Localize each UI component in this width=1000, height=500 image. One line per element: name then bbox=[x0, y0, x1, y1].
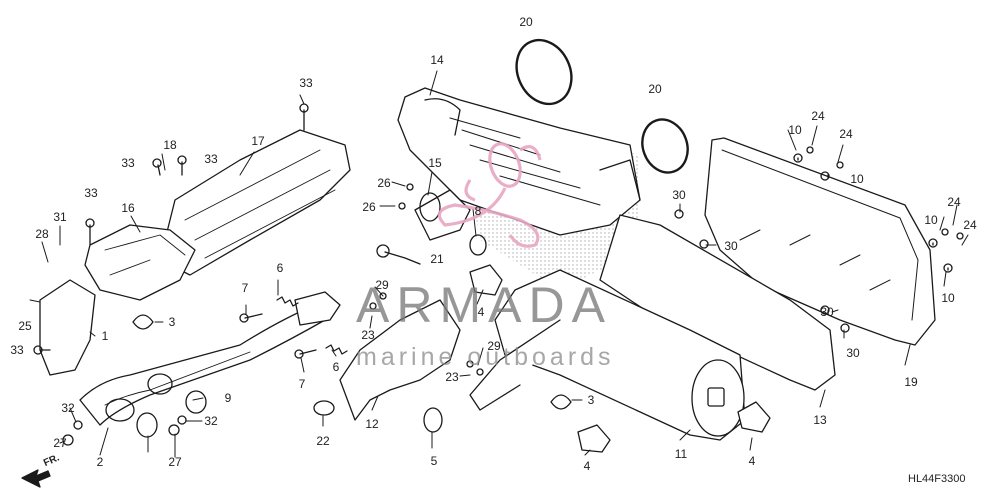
callout: 33 bbox=[10, 343, 24, 357]
spring-6a bbox=[276, 296, 299, 307]
callout: 10 bbox=[850, 172, 864, 186]
watermark-brand: ARMADA bbox=[356, 277, 612, 333]
bracket-1 bbox=[39, 279, 96, 376]
callout: 24 bbox=[811, 109, 825, 123]
callout: 22 bbox=[316, 434, 330, 448]
callout: 7 bbox=[241, 281, 249, 295]
callout: 32 bbox=[61, 401, 75, 415]
callout: 33 bbox=[204, 152, 218, 166]
callout: 3 bbox=[168, 315, 176, 329]
callout: 33 bbox=[84, 186, 98, 200]
front-arrow-icon bbox=[21, 469, 51, 488]
callout: 31 bbox=[53, 210, 67, 224]
callout: 10 bbox=[941, 291, 955, 305]
callout: 19 bbox=[904, 375, 918, 389]
callout: 14 bbox=[430, 53, 444, 67]
callout: 30 bbox=[724, 239, 738, 253]
callout: 4 bbox=[748, 454, 756, 468]
callout: 30 bbox=[672, 188, 686, 202]
clamp-22 bbox=[313, 400, 335, 416]
callout: 23 bbox=[361, 328, 375, 342]
mount-3a bbox=[132, 314, 154, 330]
callout: 24 bbox=[947, 195, 961, 209]
mount-3b bbox=[550, 394, 572, 410]
washer-27b bbox=[168, 424, 180, 436]
callout: 30 bbox=[846, 346, 860, 360]
callout: 13 bbox=[813, 413, 827, 427]
clamp-20-upper bbox=[515, 38, 573, 106]
callout: 2 bbox=[96, 455, 104, 469]
callout: 6 bbox=[276, 261, 284, 275]
callout: 12 bbox=[365, 417, 379, 431]
callout: 27 bbox=[168, 455, 182, 469]
callout: 26 bbox=[362, 200, 376, 214]
muffler-end bbox=[691, 359, 745, 437]
callout: 20 bbox=[648, 82, 662, 96]
callout: 20 bbox=[519, 15, 533, 29]
washer-27a bbox=[62, 434, 74, 446]
watermark-tagline: marine outboards bbox=[356, 343, 615, 371]
callout: 24 bbox=[963, 218, 977, 232]
callout: 25 bbox=[18, 319, 32, 333]
callout: 7 bbox=[298, 377, 306, 391]
clamp-20-lower bbox=[641, 118, 689, 174]
gasket-9b bbox=[185, 390, 207, 414]
callout: 27 bbox=[53, 436, 67, 450]
callout: 29 bbox=[375, 278, 389, 292]
bracket-4a bbox=[469, 264, 503, 296]
diagram-code: HL44F3300 bbox=[908, 473, 966, 485]
callout: 29 bbox=[487, 339, 501, 353]
bracket-4c bbox=[737, 401, 771, 433]
callout: 4 bbox=[583, 459, 591, 473]
callout: 30 bbox=[820, 305, 834, 319]
callout: 17 bbox=[251, 134, 265, 148]
muffler-11 bbox=[494, 269, 746, 441]
watermark-logo-icon bbox=[437, 142, 542, 248]
gasket-9a bbox=[136, 412, 158, 438]
callout: 33 bbox=[121, 156, 135, 170]
bracket-4b bbox=[577, 424, 611, 453]
callout: 24 bbox=[839, 127, 853, 141]
callout: 5 bbox=[430, 454, 438, 468]
callout: 33 bbox=[299, 76, 313, 90]
callout: 10 bbox=[788, 123, 802, 137]
callout: 15 bbox=[428, 156, 442, 170]
callout: 4 bbox=[477, 305, 485, 319]
callout: 21 bbox=[430, 252, 444, 266]
callout: 9 bbox=[224, 391, 232, 405]
callout: 32 bbox=[204, 414, 218, 428]
muffler-shield-13 bbox=[599, 214, 836, 391]
callout: 10 bbox=[924, 213, 938, 227]
gasket-8 bbox=[469, 234, 487, 256]
exhaust-pipe-2 bbox=[79, 304, 326, 426]
washer-32 bbox=[177, 415, 187, 425]
callout: 18 bbox=[163, 138, 177, 152]
spring-6b bbox=[325, 344, 348, 355]
callout: 16 bbox=[121, 201, 135, 215]
callout: 11 bbox=[674, 447, 688, 461]
gasket-5 bbox=[423, 407, 443, 433]
pipe-flange bbox=[105, 398, 135, 422]
callout: 8 bbox=[474, 204, 482, 218]
bolt-21 bbox=[376, 244, 390, 258]
callout: 6 bbox=[332, 360, 340, 374]
washer-32b bbox=[73, 420, 83, 430]
heat-shield-19 bbox=[704, 137, 936, 346]
heat-shield-16 bbox=[84, 224, 196, 301]
callout: 23 bbox=[445, 370, 459, 384]
callout: 3 bbox=[587, 393, 595, 407]
callout: 1 bbox=[101, 329, 109, 343]
protector-12 bbox=[339, 299, 461, 421]
callout: 28 bbox=[35, 227, 49, 241]
callout: 26 bbox=[377, 176, 391, 190]
